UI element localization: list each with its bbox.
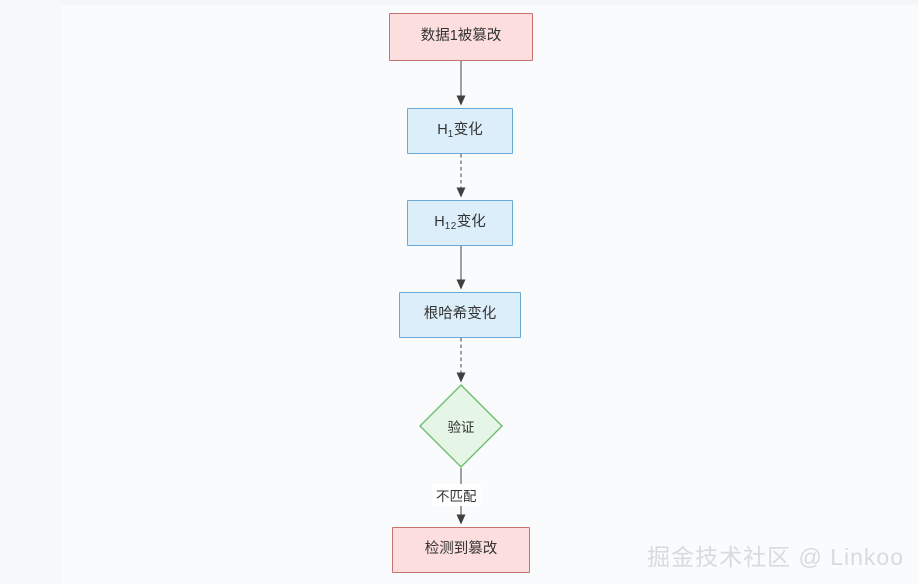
node-h1-change[interactable]: H1变化 [407,108,513,154]
top-edge-strip [0,0,918,5]
node-verify[interactable]: 验证 [419,384,503,468]
edge-label-mismatch: 不匹配 [432,484,481,506]
node-label: H12变化 [434,214,486,233]
node-label: 验证 [447,420,475,435]
watermark-text: 掘金技术社区 @ Linkoo [647,544,904,570]
node-label: 检测到篡改 [424,541,498,558]
node-tamper-detected[interactable]: 检测到篡改 [392,527,530,573]
diamond-shape [419,384,503,468]
node-label: 根哈希变化 [423,306,497,323]
left-edge-strip [0,0,62,584]
node-label: 数据1被篡改 [420,28,502,45]
node-root-hash-change[interactable]: 根哈希变化 [399,292,521,338]
node-label: H1变化 [437,122,483,141]
node-h12-change[interactable]: H12变化 [407,200,513,246]
node-data1-tampered[interactable]: 数据1被篡改 [389,13,533,61]
